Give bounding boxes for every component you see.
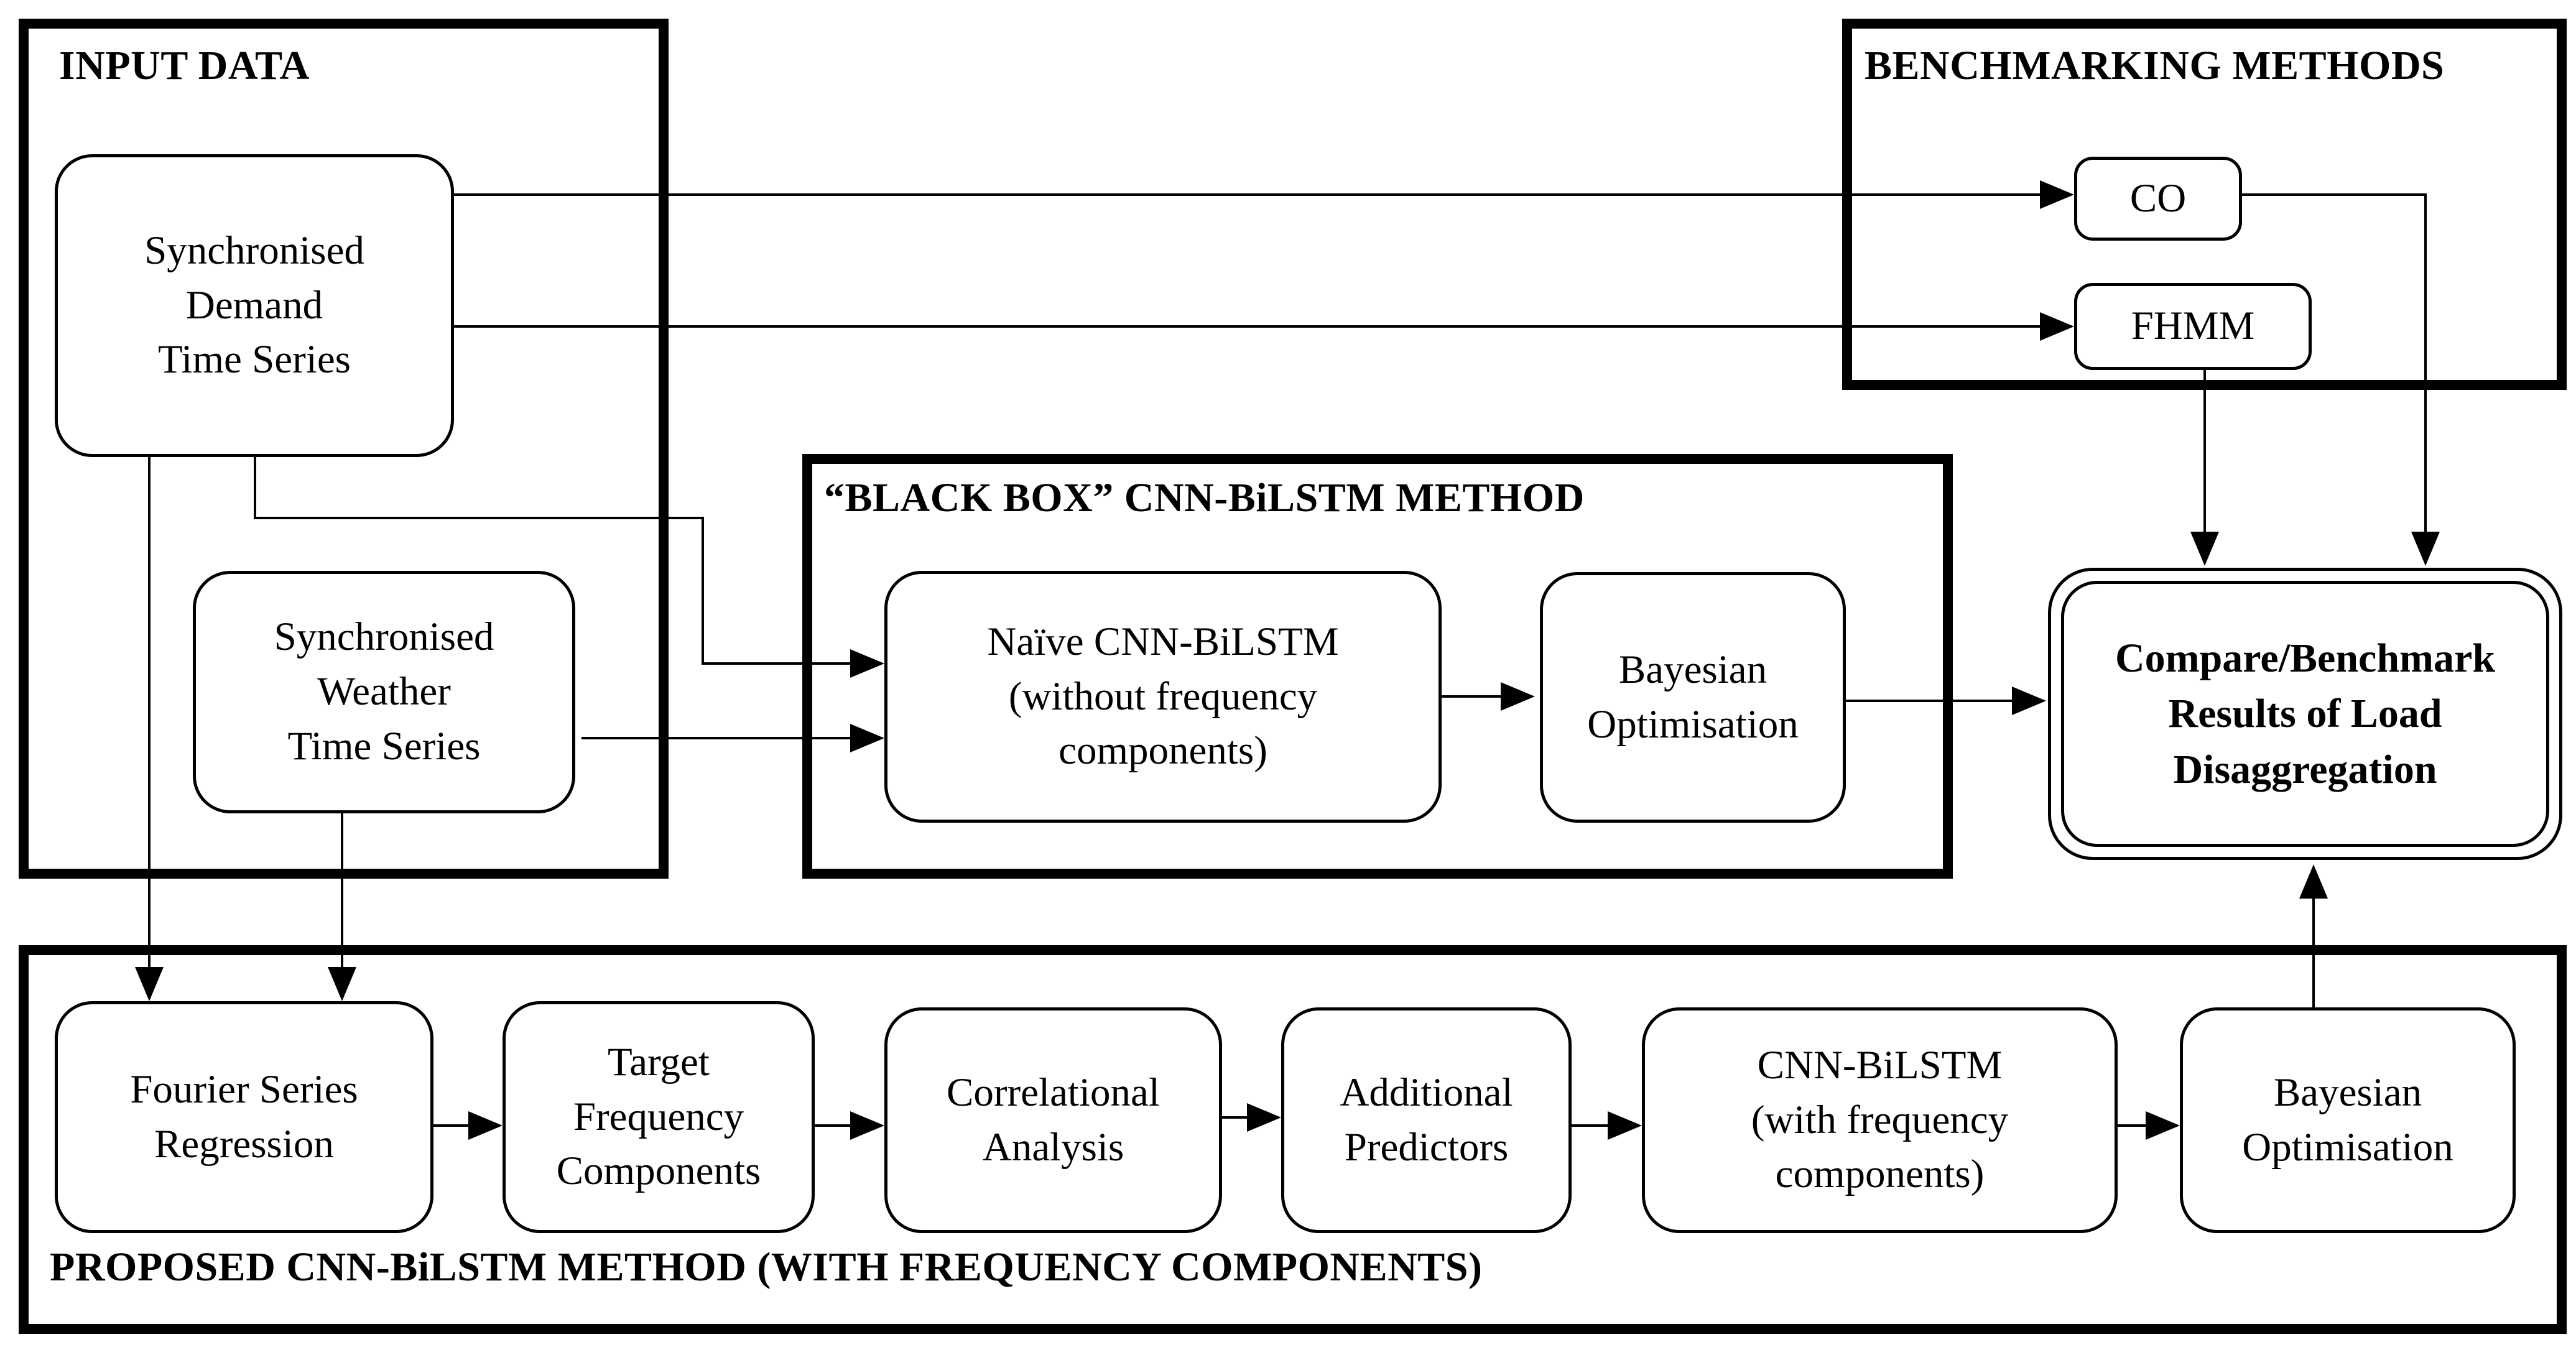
proposed-method-title: PROPOSED CNN-BiLSTM METHOD (WITH FREQUEN…	[50, 1244, 1483, 1290]
target-frequency-components-box: Target Frequency Components	[503, 1001, 815, 1233]
weather-time-series-box: Synchronised Weather Time Series	[193, 571, 575, 813]
benchmarking-title: BENCHMARKING METHODS	[1865, 43, 2445, 88]
compare-benchmark-label: Compare/Benchmark Results of Load Disagg…	[2061, 581, 2549, 847]
black-box-title: “BLACK BOX” CNN-BiLSTM METHOD	[824, 475, 1585, 520]
arrow-demand-to-naive	[254, 457, 853, 665]
additional-predictors-box: Additional Predictors	[1281, 1007, 1572, 1233]
arrowhead-demand-to-naive	[850, 649, 884, 678]
arrowhead-bayes-proposed-to-compare	[2299, 864, 2328, 899]
compare-benchmark-box: Compare/Benchmark Results of Load Disagg…	[2048, 568, 2562, 860]
arrowhead-fhmm-to-compare	[2190, 532, 2219, 566]
arrowhead-co	[2040, 180, 2074, 209]
arrowhead-demand-to-fourier	[135, 967, 164, 1001]
bayesian-optimisation-blackbox-box: Bayesian Optimisation	[1540, 572, 1846, 823]
arrowhead-fourier-to-target	[468, 1111, 503, 1140]
cnn-bilstm-frequency-box: CNN-BiLSTM (with frequency components)	[1642, 1007, 2118, 1233]
arrowhead-correlational-to-additional	[1247, 1103, 1281, 1132]
arrow-co-to-compare	[2242, 193, 2427, 535]
fhmm-box: FHMM	[2074, 283, 2312, 370]
fourier-series-regression-box: Fourier Series Regression	[55, 1001, 433, 1233]
input-data-title: INPUT DATA	[59, 43, 310, 88]
black-box-frame	[802, 454, 1953, 879]
input-data-frame	[19, 19, 669, 879]
arrowhead-additional-to-cnn	[1608, 1111, 1642, 1140]
arrowhead-weather-to-fourier	[328, 967, 356, 1001]
arrowhead-fhmm	[2040, 312, 2074, 341]
arrowhead-weather-to-naive	[850, 724, 884, 752]
arrowhead-co-to-compare	[2411, 532, 2440, 566]
proposed-method-frame	[19, 945, 2567, 1334]
demand-time-series-box: Synchronised Demand Time Series	[55, 154, 454, 457]
arrowhead-naive-to-bayes	[1501, 682, 1535, 711]
bayesian-optimisation-proposed-box: Bayesian Optimisation	[2180, 1007, 2516, 1233]
correlational-analysis-box: Correlational Analysis	[884, 1007, 1222, 1233]
co-box: CO	[2074, 157, 2242, 241]
naive-cnn-bilstm-box: Naïve CNN-BiLSTM (without frequency comp…	[884, 571, 1442, 823]
arrowhead-cnn-to-bayes	[2146, 1111, 2180, 1140]
arrowhead-target-to-correlational	[850, 1111, 884, 1140]
arrowhead-bayes-to-compare	[2012, 687, 2046, 715]
